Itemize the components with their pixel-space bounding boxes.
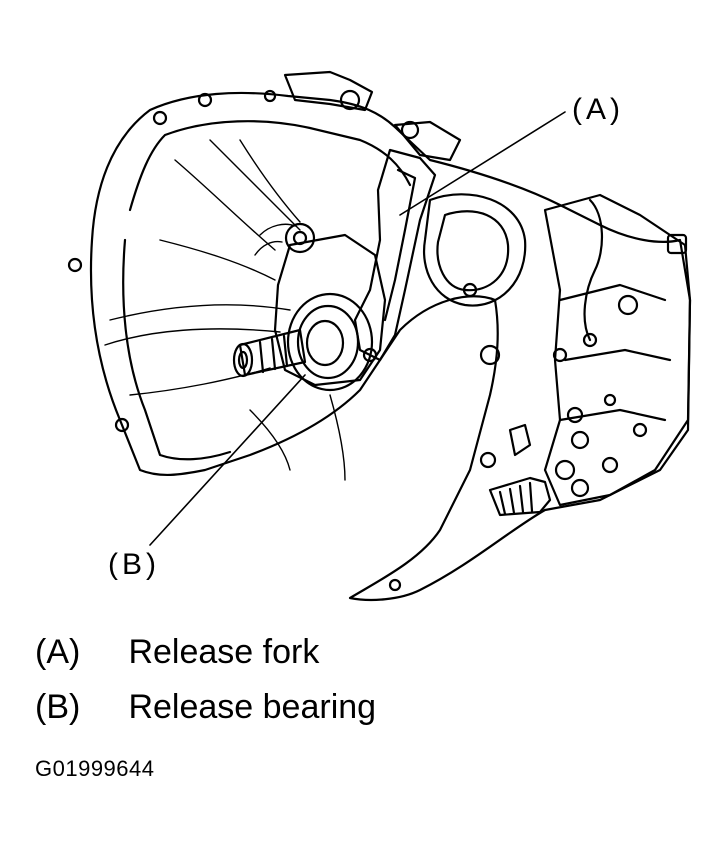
legend-item-release-fork: (A) Release fork <box>35 633 319 672</box>
legend-label: Release fork <box>128 633 320 671</box>
legend-code: (A) <box>35 633 81 671</box>
transmission-diagram <box>67 70 692 602</box>
legend-item-release-bearing: (B) Release bearing <box>35 688 376 727</box>
input-shaft <box>238 328 307 377</box>
release-fork <box>353 148 437 362</box>
output-shaft <box>488 476 552 517</box>
legend-code: (B) <box>35 688 81 726</box>
figure-id: G01999644 <box>35 756 155 781</box>
legend-label: Release bearing <box>128 688 377 726</box>
leader-line-b <box>149 374 306 546</box>
transmission-case <box>543 193 692 507</box>
callout-label-a: (A) <box>572 93 624 126</box>
leader-line-a <box>399 111 566 216</box>
release-bearing <box>286 292 374 392</box>
bell-inner-rim <box>122 120 412 461</box>
bell-housing <box>89 91 692 602</box>
callout-label-b: (B) <box>108 548 160 581</box>
release-bearing-body <box>273 233 387 387</box>
